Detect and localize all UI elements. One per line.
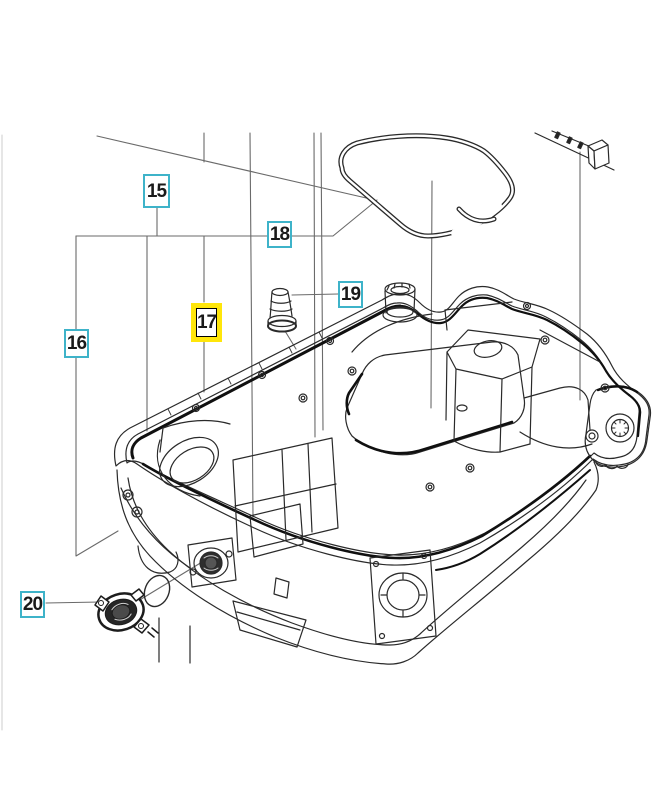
leader-lines <box>45 132 581 604</box>
chassis-drawing <box>113 282 652 665</box>
hatch-plate <box>369 549 437 645</box>
callout-19-label: 19 <box>340 284 361 305</box>
grommet-part <box>94 588 159 638</box>
callout-15-label: 15 <box>146 180 167 202</box>
oring-part <box>143 574 171 608</box>
callout-19[interactable]: 19 <box>338 281 363 308</box>
turret-boss <box>382 282 418 323</box>
cone-part <box>267 287 297 333</box>
callout-20-label: 20 <box>22 594 43 615</box>
cylinder-duct <box>156 419 231 497</box>
callout-15[interactable]: 15 <box>143 174 170 208</box>
callout-18[interactable]: 18 <box>267 221 292 248</box>
callout-17-label: 17 <box>196 312 217 333</box>
callout-20[interactable]: 20 <box>20 591 45 618</box>
right-wing <box>584 385 652 470</box>
gasket-part <box>338 133 515 239</box>
callout-16-label: 16 <box>66 333 87 354</box>
compartment-grid <box>232 437 339 558</box>
callout-18-label: 18 <box>269 224 290 245</box>
callout-17[interactable]: 17 <box>196 308 217 337</box>
socket-boss <box>187 537 237 588</box>
cropped-board-part <box>534 130 615 171</box>
motor-platform <box>445 329 541 453</box>
callout-16[interactable]: 16 <box>64 329 89 358</box>
